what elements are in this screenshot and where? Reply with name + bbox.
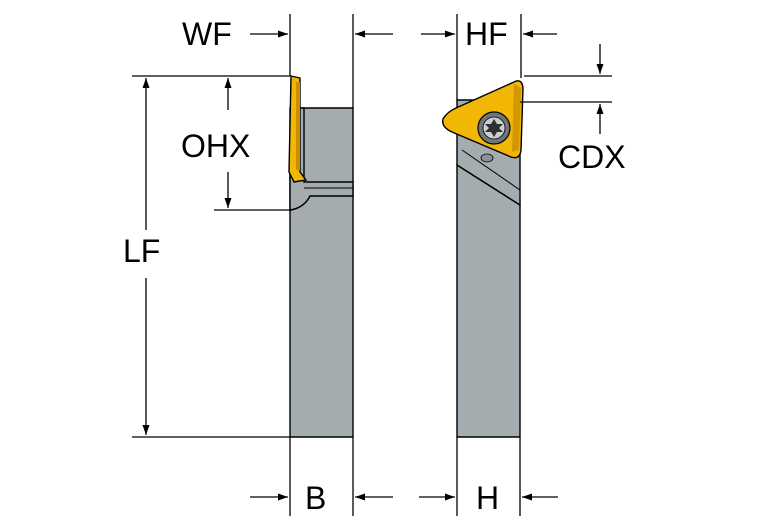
clamp-hole [480, 153, 494, 163]
label-lf: LF [123, 233, 160, 269]
holder-shank-front [456, 163, 521, 438]
side-view [288, 75, 354, 438]
front-view [442, 80, 524, 438]
label-h: H [476, 480, 499, 516]
label-cdx: CDX [558, 139, 626, 175]
dimension-lines [132, 14, 612, 516]
label-b: B [305, 480, 326, 516]
torx-star [485, 119, 503, 137]
head-slant-line [461, 149, 521, 191]
label-hf: HF [465, 16, 508, 52]
label-wf: WF [182, 16, 232, 52]
insert-side-shade [296, 82, 300, 170]
label-ohx: OHX [181, 128, 250, 164]
insert-edge-shade [512, 84, 521, 152]
